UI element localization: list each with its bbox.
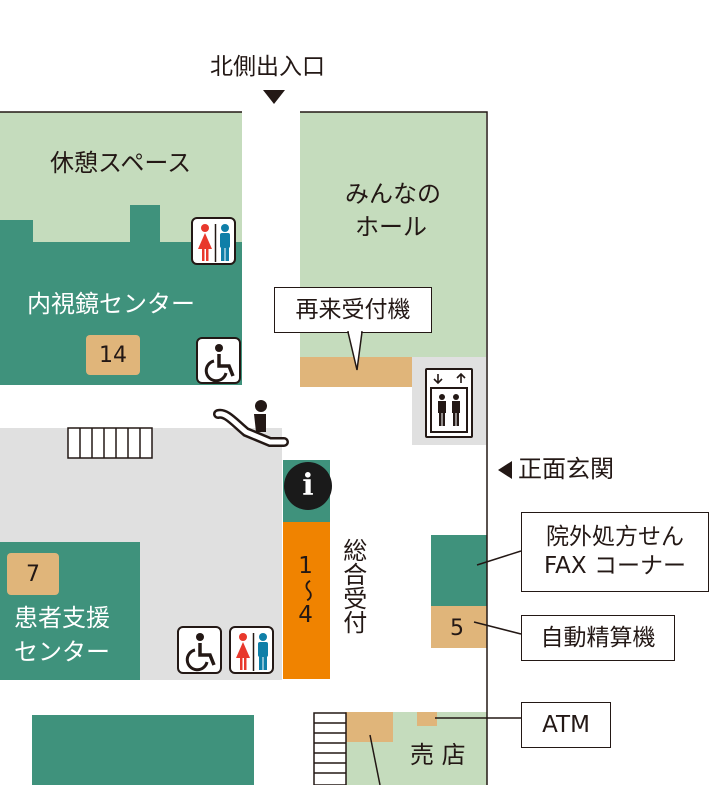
auto-payment-label: 自動精算機 <box>540 624 656 651</box>
elevator-icon <box>425 368 473 438</box>
atm-callout: ATM <box>521 702 611 748</box>
north-entrance-arrow <box>263 90 285 104</box>
payment-leader <box>473 621 522 635</box>
restroom-icon-shape <box>198 224 230 262</box>
rest-space-label: 休憩スペース <box>50 149 192 177</box>
atm-label: ATM <box>542 711 590 738</box>
main-entrance-label: 正面玄関 <box>518 455 614 483</box>
shop-counter <box>345 712 393 742</box>
shop-label: 売 店 <box>410 741 466 769</box>
reception-machine-label: 再来受付機 <box>295 296 411 323</box>
endoscope-center-label: 内視鏡センター <box>27 290 195 318</box>
general-reception-counter <box>283 522 330 679</box>
minna-hall-label-1: みんなの <box>345 180 441 208</box>
info-icon: i <box>284 462 332 510</box>
restroom-icon <box>191 217 236 265</box>
minna-hall-label-2: ホール <box>355 213 427 241</box>
wheelchair-icon-bottom <box>177 626 222 674</box>
fax-leader <box>476 550 522 566</box>
main-entrance-arrow <box>498 461 512 479</box>
auto-payment-callout: 自動精算機 <box>521 615 675 661</box>
fax-corner-callout: 院外処方せん FAX コーナー <box>521 512 709 592</box>
elevator-icon-shape <box>430 372 468 433</box>
fax-corner-area <box>431 535 487 606</box>
wheelchair-icon <box>196 337 241 384</box>
fax-corner-label-1: 院外処方せん <box>546 524 684 551</box>
atm-machine <box>417 712 437 726</box>
patient-support-number-badge: 7 <box>7 553 59 595</box>
general-reception-label: 総合受付 <box>338 538 367 634</box>
wheelchair-icon-shape <box>204 344 235 383</box>
payment-number: 5 <box>450 616 464 641</box>
payment-machine-area <box>431 606 487 648</box>
stairs-left <box>67 427 153 459</box>
patient-support-label-2: センター <box>14 638 110 666</box>
wheelchair-icon-bottom-shape <box>185 633 216 672</box>
shop-leader <box>369 734 381 785</box>
patient-support-label-1: 患者支援 <box>14 604 110 632</box>
reception-machine-callout: 再来受付機 <box>274 287 432 333</box>
restroom-icon-bottom <box>229 626 274 674</box>
fax-corner-label-2: FAX コーナー <box>544 553 686 579</box>
restroom-icon-bottom-shape <box>236 633 268 671</box>
endoscope-center-area <box>0 205 242 385</box>
general-reception-numbers: 1〜4 <box>292 553 319 628</box>
endoscope-number-badge: 14 <box>86 335 140 375</box>
bottom-left-area <box>32 715 254 785</box>
north-entrance-label: 北側出入口 <box>210 54 325 80</box>
